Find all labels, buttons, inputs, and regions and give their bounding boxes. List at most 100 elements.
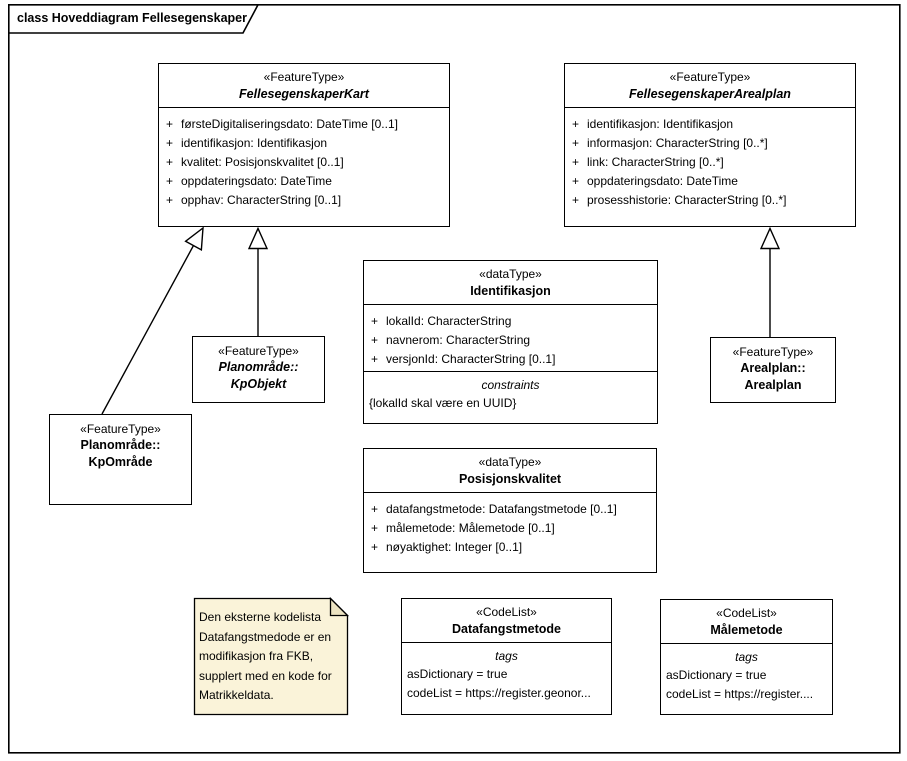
codelist-malemetode[interactable]: «CodeList» Målemetode tags asDictionary … — [660, 599, 833, 715]
class-header: «CodeList» Målemetode — [661, 600, 832, 644]
tags-heading: tags — [735, 650, 758, 664]
class-name-qualifier: Planområde:: — [218, 360, 299, 374]
class-name: Identifikasjon — [470, 284, 551, 298]
class-kpobjekt[interactable]: «FeatureType» Planområde:: KpObjekt — [192, 336, 325, 403]
attribute-text: datafangstmetode: Datafangstmetode [0..1… — [386, 502, 617, 516]
class-posisjonskvalitet[interactable]: «dataType» Posisjonskvalitet + datafangs… — [363, 448, 657, 573]
attribute-row: + nøyaktighet: Integer [0..1] — [364, 538, 656, 557]
class-fellesegenskaperkart[interactable]: «FeatureType» FellesegenskaperKart + før… — [158, 63, 450, 227]
class-name: FellesegenskaperArealplan — [629, 87, 791, 101]
attributes-compartment: + lokalId: CharacterString + navnerom: C… — [364, 305, 657, 371]
constraints-list: {lokalId skal være en UUID} — [364, 394, 657, 413]
attribute-row: + lokalId: CharacterString — [364, 312, 657, 331]
visibility-symbol: + — [166, 117, 174, 131]
class-header: «CodeList» Datafangstmetode — [402, 599, 611, 643]
tag-text: codeList = https://register.... — [666, 687, 814, 701]
note-shape[interactable] — [193, 597, 349, 716]
attribute-row: + informasjon: CharacterString [0..*] — [565, 134, 855, 153]
attribute-text: informasjon: CharacterString [0..*] — [587, 136, 768, 150]
constraints-heading: constraints — [481, 378, 540, 392]
generalization-kpomrade-to-kart[interactable] — [101, 228, 203, 415]
stereotype-label: «FeatureType» — [80, 422, 161, 436]
stereotype-label: «FeatureType» — [732, 345, 814, 359]
class-name: KpOmråde — [88, 455, 153, 469]
class-header: «dataType» Identifikasjon — [364, 261, 657, 305]
visibility-symbol: + — [166, 136, 174, 150]
attribute-row: + datafangstmetode: Datafangstmetode [0.… — [364, 500, 656, 519]
attribute-row: + identifikasjon: Identifikasjon — [159, 134, 449, 153]
stereotype-label: «dataType» — [478, 455, 542, 469]
attribute-text: oppdateringsdato: DateTime — [181, 174, 332, 188]
attribute-text: navnerom: CharacterString — [386, 333, 531, 347]
visibility-symbol: + — [572, 117, 580, 131]
class-header: «dataType» Posisjonskvalitet — [364, 449, 656, 493]
tags-list: asDictionary = true codeList = https://r… — [661, 666, 832, 704]
class-name: KpObjekt — [230, 377, 287, 391]
visibility-symbol: + — [371, 314, 379, 328]
attribute-text: link: CharacterString [0..*] — [587, 155, 724, 169]
note-line: modifikasjon fra FKB, — [199, 649, 314, 663]
attribute-row: + prosesshistorie: CharacterString [0..*… — [565, 191, 855, 210]
attribute-row: + målemetode: Målemetode [0..1] — [364, 519, 656, 538]
visibility-symbol: + — [572, 193, 580, 207]
tag-text: asDictionary = true — [407, 667, 508, 681]
visibility-symbol: + — [166, 193, 174, 207]
attribute-text: prosesshistorie: CharacterString [0..*] — [587, 193, 787, 207]
attribute-text: versjonId: CharacterString [0..1] — [386, 352, 556, 366]
diagram-title-tab — [8, 4, 260, 34]
class-name-qualifier: Arealplan:: — [740, 361, 806, 375]
attribute-text: målemetode: Målemetode [0..1] — [386, 521, 555, 535]
attribute-text: oppdateringsdato: DateTime — [587, 174, 738, 188]
visibility-symbol: + — [572, 155, 580, 169]
tags-compartment: tags asDictionary = true codeList = http… — [402, 643, 611, 703]
stereotype-label: «FeatureType» — [669, 70, 751, 84]
codelist-datafangstmetode[interactable]: «CodeList» Datafangstmetode tags asDicti… — [401, 598, 612, 715]
attribute-text: identifikasjon: Identifikasjon — [587, 117, 734, 131]
class-fellesegenskaperarealplan[interactable]: «FeatureType» FellesegenskaperArealplan … — [564, 63, 856, 227]
stereotype-label: «FeatureType» — [218, 344, 299, 358]
diagram-title: class Hoveddiagram Fellesegenskaper — [17, 11, 247, 25]
note-line: Den eksterne kodelista — [199, 610, 322, 624]
note-line: Datafangstmedode er en — [199, 629, 332, 644]
attribute-row: + link: CharacterString [0..*] — [565, 153, 855, 172]
attribute-row: + førsteDigitaliseringsdato: DateTime [0… — [159, 115, 449, 134]
tags-list: asDictionary = true codeList = https://r… — [402, 665, 611, 703]
attribute-row: + navnerom: CharacterString — [364, 331, 657, 350]
stereotype-label: «CodeList» — [716, 606, 777, 620]
stereotype-label: «dataType» — [479, 267, 542, 281]
stereotype-label: «FeatureType» — [263, 70, 345, 84]
attribute-text: lokalId: CharacterString — [386, 314, 512, 328]
attribute-row: + identifikasjon: Identifikasjon — [565, 115, 855, 134]
class-name: Posisjonskvalitet — [458, 472, 562, 486]
class-kpomrade[interactable]: «FeatureType» Planområde:: KpOmråde — [49, 414, 192, 505]
tags-heading: tags — [495, 649, 518, 663]
visibility-symbol: + — [371, 521, 379, 535]
attributes-compartment: + identifikasjon: Identifikasjon + infor… — [565, 108, 855, 210]
visibility-symbol: + — [572, 174, 580, 188]
note-line: supplert med en kode for — [199, 668, 332, 683]
constraints-compartment: constraints {lokalId skal være en UUID} — [364, 371, 657, 413]
class-name-qualifier: Planområde:: — [80, 438, 161, 452]
note-text: Den eksterne kodelista Datafangstmedode … — [199, 608, 343, 706]
class-header: «FeatureType» FellesegenskaperArealplan — [565, 64, 855, 108]
class-name: FellesegenskaperKart — [239, 87, 369, 101]
constraint-text: {lokalId skal være en UUID} — [369, 396, 517, 410]
class-arealplan[interactable]: «FeatureType» Arealplan:: Arealplan — [710, 337, 836, 403]
visibility-symbol: + — [166, 174, 174, 188]
diagram-frame — [8, 4, 901, 754]
tags-compartment: tags asDictionary = true codeList = http… — [661, 644, 832, 704]
visibility-symbol: + — [371, 540, 379, 554]
class-identifikasjon[interactable]: «dataType» Identifikasjon + lokalId: Cha… — [363, 260, 658, 424]
visibility-symbol: + — [371, 502, 379, 516]
attribute-text: kvalitet: Posisjonskvalitet [0..1] — [181, 155, 344, 169]
attribute-row: + opphav: CharacterString [0..1] — [159, 191, 449, 210]
attribute-text: opphav: CharacterString [0..1] — [181, 193, 342, 207]
class-name: Målemetode — [710, 623, 783, 637]
class-header: «FeatureType» FellesegenskaperKart — [159, 64, 449, 108]
note-line: Matrikkeldata. — [199, 688, 274, 702]
attribute-text: identifikasjon: Identifikasjon — [181, 136, 328, 150]
attribute-row: + versjonId: CharacterString [0..1] — [364, 350, 657, 369]
visibility-symbol: + — [572, 136, 580, 150]
